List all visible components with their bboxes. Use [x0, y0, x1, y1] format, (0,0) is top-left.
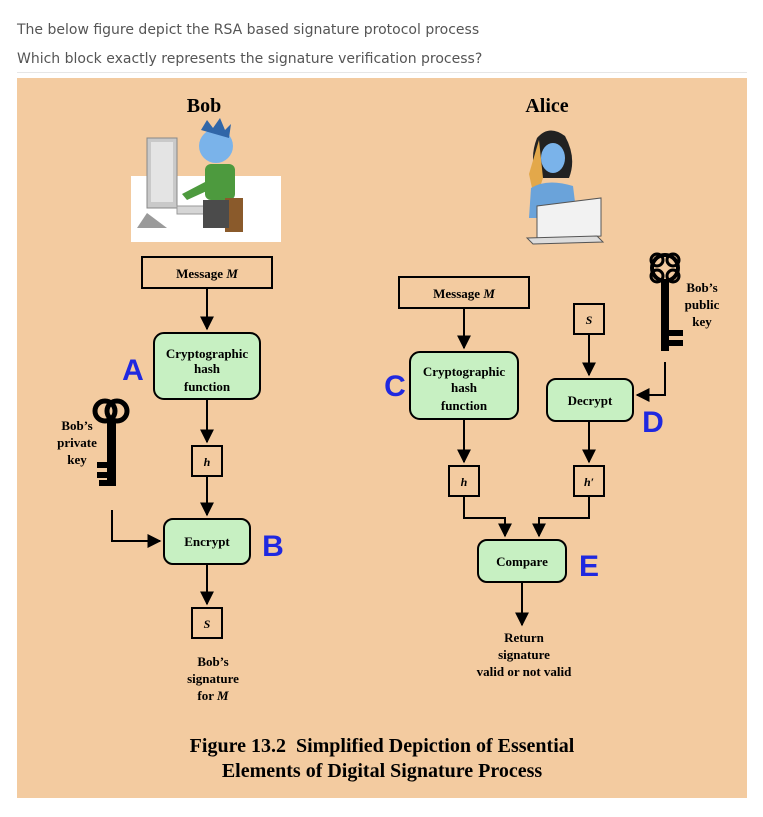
bob-signature-line-3: for M — [197, 688, 229, 703]
caption-line-1: Figure 13.2 Simplified Depiction of Esse… — [190, 735, 575, 757]
public-key-line-2: public — [685, 297, 720, 312]
alice-hprime-text: h′ — [584, 475, 594, 489]
question-line-1: The below figure depict the RSA based si… — [17, 22, 480, 38]
arrow-hprime-to-compare — [532, 496, 590, 538]
bob-signature-line-2: signature — [187, 671, 239, 686]
public-key-line-3: key — [692, 314, 712, 329]
arrow-private-key-to-encrypt — [111, 510, 162, 548]
private-key-icon — [92, 398, 130, 486]
alice-hash-line-2: hash — [451, 380, 478, 395]
alice-compare-text: Compare — [496, 554, 548, 569]
marker-d: D — [642, 406, 664, 439]
marker-a: A — [122, 354, 144, 387]
bob-message-text: Message M — [176, 266, 238, 281]
bob-s-text: S — [204, 617, 211, 631]
alice-message-text: Message M — [433, 286, 495, 301]
bob-s-box — [191, 607, 223, 639]
bob-encrypt-text: Encrypt — [184, 534, 230, 549]
private-key-line-1: Bob’s — [61, 418, 92, 433]
bob-signature-line-1: Bob’s — [197, 654, 228, 669]
alice-title: Alice — [525, 95, 568, 117]
alice-s-text: S — [586, 313, 593, 327]
alice-illustration — [525, 130, 605, 245]
private-key-line-3: key — [67, 452, 87, 467]
bob-title: Bob — [187, 95, 221, 117]
caption-line-2: Elements of Digital Signature Process — [222, 760, 543, 782]
bob-hash-line-2: hash — [194, 361, 221, 376]
public-key-line-1: Bob’s — [686, 280, 717, 295]
return-line-1: Return — [504, 630, 544, 645]
question-line-2: Which block exactly represents the signa… — [17, 51, 483, 67]
alice-hash-line-3: function — [441, 398, 488, 413]
bob-h-box — [191, 445, 223, 477]
marker-e: E — [579, 550, 599, 583]
bob-hash-line-3: function — [184, 379, 231, 394]
divider — [17, 72, 747, 73]
alice-decrypt-text: Decrypt — [568, 393, 613, 408]
return-line-2: signature — [498, 647, 550, 662]
signature-diagram: Bob Alice Message M Cryptographic hash f… — [17, 78, 747, 798]
arrow-public-key-to-decrypt — [635, 362, 666, 402]
bob-h-text: h — [204, 455, 211, 469]
public-key-icon — [649, 252, 683, 351]
bob-illustration — [131, 118, 281, 242]
alice-message-box — [398, 276, 530, 309]
alice-hash-line-1: Cryptographic — [423, 364, 506, 379]
alice-h-text: h — [461, 475, 468, 489]
marker-c: C — [384, 370, 406, 403]
marker-b: B — [262, 530, 284, 563]
arrow-h-to-compare — [463, 496, 512, 538]
return-line-3: valid or not valid — [477, 664, 573, 679]
bob-hash-line-1: Cryptographic — [166, 346, 249, 361]
private-key-line-2: private — [57, 435, 97, 450]
diagram-svg: Bob Alice Message M Cryptographic hash f… — [57, 95, 720, 782]
